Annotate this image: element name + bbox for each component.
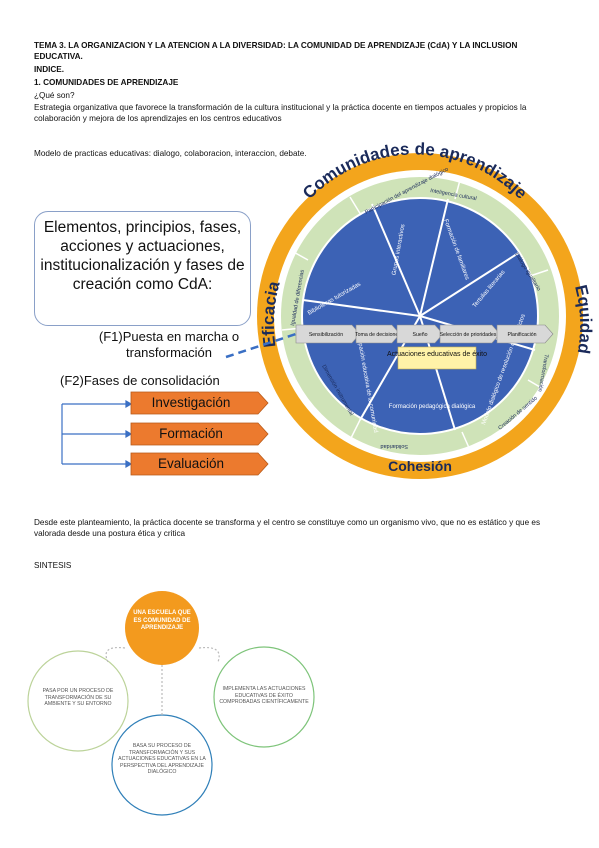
sintesis-heading: SINTESIS	[34, 561, 72, 570]
outer-label-bottom: Cohesión	[388, 458, 452, 474]
phase-label-formacion: Formación	[159, 426, 223, 441]
wedge-label: Formación pedagógica dialógica	[389, 404, 476, 410]
definition-paragraph: Estrategia organizativa que favorece la …	[34, 103, 527, 123]
ring-label: Solidaridad	[380, 443, 408, 449]
step-label: Sensibilización	[309, 332, 343, 338]
synthesis-left-text: PASA POR UN PROCESO DE TRANSFORMACIÓN DE…	[42, 688, 114, 707]
synthesis-right-text: IMPLEMENTA LAS ACTUACIONES EDUCATIVAS DE…	[219, 686, 309, 705]
synthesis-circle-right	[213, 646, 315, 748]
phase-f2-label: (F2)Fases de consolidación	[60, 373, 220, 388]
step-arrow	[355, 324, 401, 344]
elements-box-text: Elementos, principios, fases, acciones y…	[40, 219, 245, 293]
step-label: Selección de prioridades	[440, 332, 497, 338]
synthesis-circle-left	[27, 650, 129, 752]
synthesis-bottom-text: BASA SU PROCESO DE TRANSFORMACIÓN Y SUS …	[118, 743, 206, 775]
phase-f1-label: (F1)Puesta en marcha o transformación	[98, 329, 240, 360]
center-box	[397, 346, 477, 370]
phase-arrow-investigacion	[130, 391, 269, 415]
phase-arrow-formacion	[130, 422, 269, 446]
connector-right	[198, 646, 220, 663]
step-arrow	[496, 324, 554, 344]
connector-left	[105, 646, 126, 663]
center-label: Actuaciones educativas de éxito	[387, 351, 487, 358]
step-label: Toma de decisiones	[355, 332, 401, 338]
bracket-arrowhead	[125, 459, 133, 469]
bracket-arrowhead	[125, 399, 133, 409]
section-heading: 1. COMUNIDADES DE APRENDIZAJE	[34, 78, 179, 87]
model-text: Modelo de practicas educativas: dialogo,…	[34, 149, 307, 158]
step-arrow	[396, 324, 444, 344]
synthesis-center-circle	[125, 591, 199, 665]
phase-arrow-evaluacion	[130, 452, 269, 476]
bracket-arrowhead	[125, 429, 133, 439]
step-label: Planificación	[507, 332, 536, 338]
document-title: TEMA 3. LA ORGANIZACION Y LA ATENCION A …	[34, 41, 518, 61]
index-heading: INDICE.	[34, 65, 65, 74]
step-label: Sueño	[412, 332, 427, 338]
step-arrow	[439, 324, 501, 344]
elements-box: Elementos, principios, fases, acciones y…	[34, 211, 251, 326]
question-text: ¿Qué son?	[34, 91, 75, 100]
synthesis-center-text: UNA ESCUELA QUE ES COMUNIDAD DE APRENDIZ…	[133, 610, 191, 631]
phase-label-investigacion: Investigación	[151, 395, 231, 410]
phase-label-evaluacion: Evaluación	[157, 456, 225, 471]
paragraph-2: Desde este planteamiento, la práctica do…	[34, 518, 541, 538]
